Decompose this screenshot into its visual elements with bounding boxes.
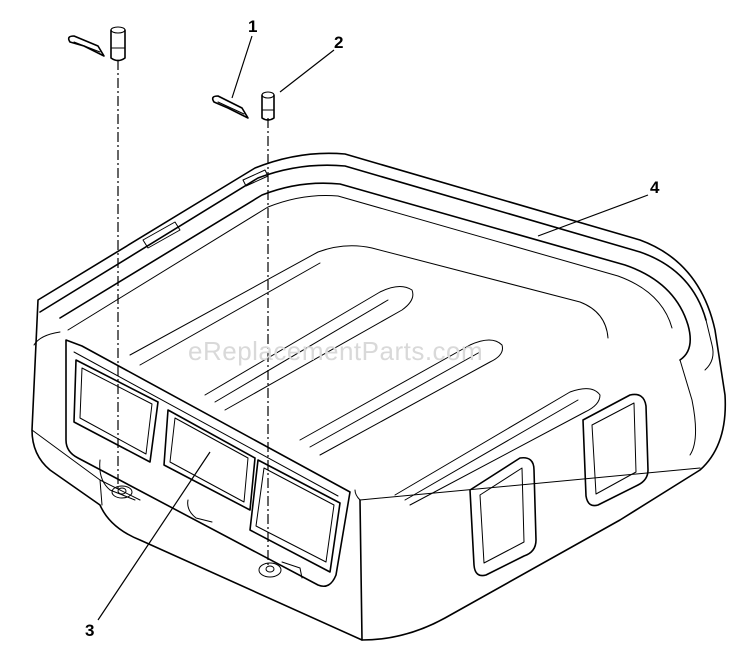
clevis-pin-left: [110, 26, 126, 62]
tray-body: [31, 152, 727, 641]
callout-3: 3: [85, 621, 94, 640]
side-handles: [469, 393, 649, 577]
leader-lines: [97, 35, 649, 621]
front-door-panel: [65, 339, 351, 588]
alignment-lines: [117, 60, 269, 568]
callout-4: 4: [650, 178, 660, 197]
tray-ribs: [204, 286, 601, 506]
hair-pin-clip-right: [211, 95, 249, 119]
callout-1: 1: [248, 17, 257, 36]
clevis-pin-right: [261, 91, 275, 121]
watermark-text: eReplacementParts.com: [188, 336, 483, 366]
hair-pin-clip-left: [67, 35, 105, 57]
callout-2: 2: [334, 33, 343, 52]
